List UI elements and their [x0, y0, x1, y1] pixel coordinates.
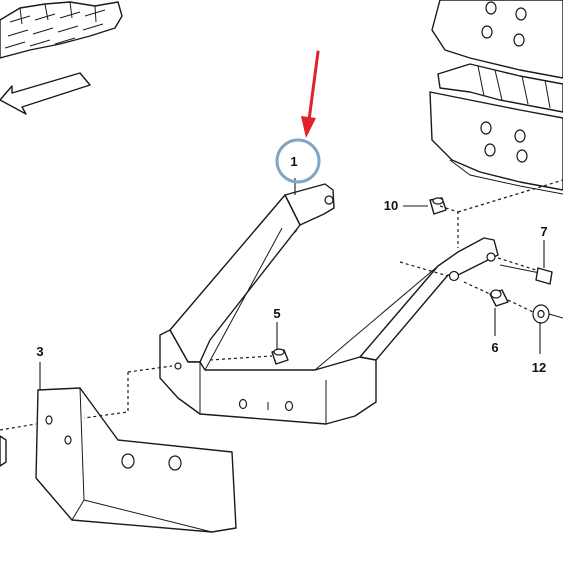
assembly-lines	[0, 179, 563, 431]
callout-12: 12	[532, 360, 546, 375]
highlight-circle	[275, 138, 321, 184]
part-1-bracket	[159, 183, 499, 425]
callout-3: 3	[36, 344, 43, 359]
callout-5: 5	[273, 306, 280, 321]
callout-1: 1	[290, 154, 297, 169]
part-10-nut	[429, 197, 447, 215]
machine-fragment	[429, 0, 563, 195]
callout-7: 7	[540, 224, 547, 239]
track-fragment	[0, 1, 123, 59]
part-5-nut	[271, 348, 289, 365]
direction-arrow-icon	[0, 72, 91, 115]
part-12-washer	[532, 304, 563, 324]
part-6-spacer	[489, 289, 509, 307]
indicator-arrow-icon	[301, 50, 320, 138]
callout-10: 10	[384, 198, 398, 213]
part-7-bolt	[499, 264, 553, 285]
part-3-plate	[35, 387, 237, 533]
callout-6: 6	[491, 340, 498, 355]
left-edge-fragment	[0, 435, 7, 467]
